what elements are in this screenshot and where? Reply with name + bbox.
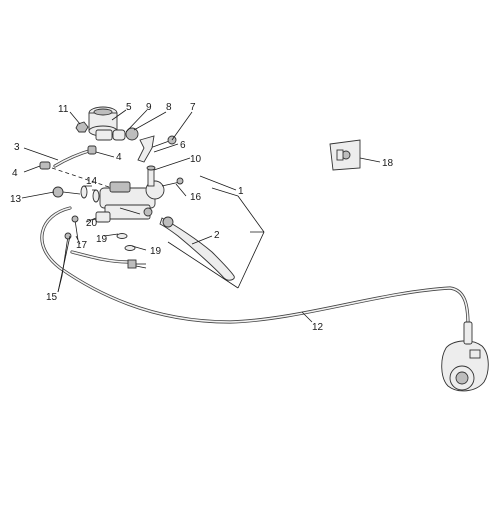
leader-lines	[21, 109, 381, 323]
callout-8: 8	[166, 102, 172, 113]
hose-clamp	[87, 145, 97, 155]
mounting-bracket	[137, 135, 155, 163]
breather-hose	[70, 250, 130, 264]
callout-20: 20	[86, 218, 98, 229]
clutch-switch	[95, 211, 111, 223]
callout-19-right: 19	[150, 246, 162, 257]
callout-labels: 11 5 9 8 7 6 10 3 4 4 13 14 1 16 2 20 17…	[10, 102, 394, 333]
repair-kit	[329, 139, 361, 171]
switch-connector	[127, 259, 147, 269]
washer-part	[116, 233, 136, 251]
callout-3: 3	[14, 142, 20, 153]
screw-part	[71, 215, 79, 241]
callout-14: 14	[86, 176, 98, 187]
adjuster-screw	[161, 177, 184, 187]
nut-part	[75, 121, 89, 133]
callout-2: 2	[214, 230, 220, 241]
callout-11: 11	[58, 104, 69, 115]
callout-16: 16	[190, 192, 202, 203]
hose-clamp	[39, 161, 51, 170]
callout-15: 15	[46, 292, 58, 303]
clutch-hose	[40, 206, 470, 327]
callout-12: 12	[312, 322, 324, 333]
callout-17: 17	[76, 240, 88, 251]
sealing-washer	[80, 185, 100, 203]
callout-1: 1	[238, 186, 244, 197]
callout-10: 10	[190, 154, 202, 165]
pivot-pin	[146, 165, 156, 187]
callout-4-upper: 4	[116, 152, 122, 163]
clutch-lever	[159, 216, 235, 281]
bolt-part	[149, 135, 177, 149]
callout-13: 13	[10, 194, 22, 205]
callout-18: 18	[382, 158, 394, 169]
callout-6: 6	[180, 140, 186, 151]
spacer-part	[112, 127, 139, 141]
master-cylinder-body	[99, 180, 165, 220]
banjo-bolt	[52, 186, 81, 198]
callout-5: 5	[126, 102, 132, 113]
callout-19-left: 19	[96, 234, 108, 245]
callout-7: 7	[190, 102, 196, 113]
callout-9: 9	[146, 102, 152, 113]
slave-cylinder	[441, 321, 489, 392]
reservoir-bracket	[95, 129, 113, 141]
reservoir-hose	[53, 148, 94, 168]
callout-4-lower: 4	[12, 168, 18, 179]
